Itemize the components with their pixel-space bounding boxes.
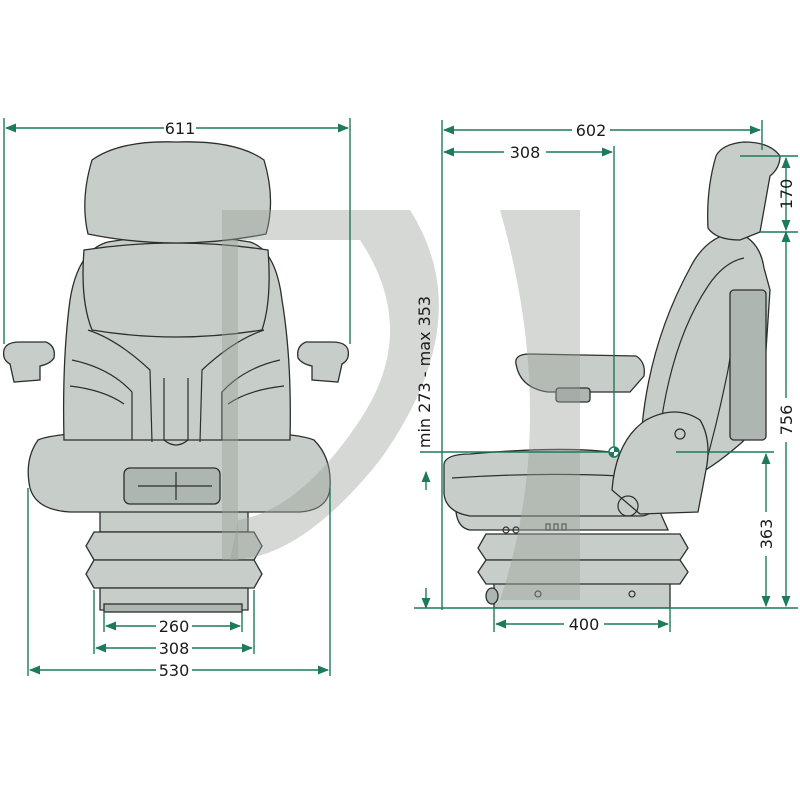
front-bellows [85,509,263,613]
front-armrest-right [297,341,350,383]
dim-backrest-offset: 308 [510,143,541,162]
dim-seat-height: 363 [757,519,776,550]
front-armrest-left [2,341,55,383]
side-view-seat [443,141,781,609]
side-recline-mechanism [611,411,709,515]
watermark-logo [222,210,580,600]
dim-bellows-inner: 260 [159,617,190,636]
side-base [477,533,689,609]
dim-headrest-height: 170 [777,179,796,210]
dim-base-depth: 400 [569,615,600,634]
side-dimensions: 602 308 170 min 273 - max 353 756 363 [414,120,798,634]
dim-bellows-outer: 308 [159,639,190,658]
dim-overall-width: 611 [165,119,196,138]
front-view-seat [2,141,350,613]
side-armrest [515,353,645,393]
dim-overall-height: 756 [777,405,796,436]
dim-base-width: 530 [159,661,190,680]
side-headrest [707,141,781,241]
front-dimensions: 611 260 308 530 [3,118,351,680]
front-headrest [84,141,272,244]
dim-suspension-travel: min 273 - max 353 [415,296,434,448]
dim-overall-depth: 602 [576,121,607,140]
